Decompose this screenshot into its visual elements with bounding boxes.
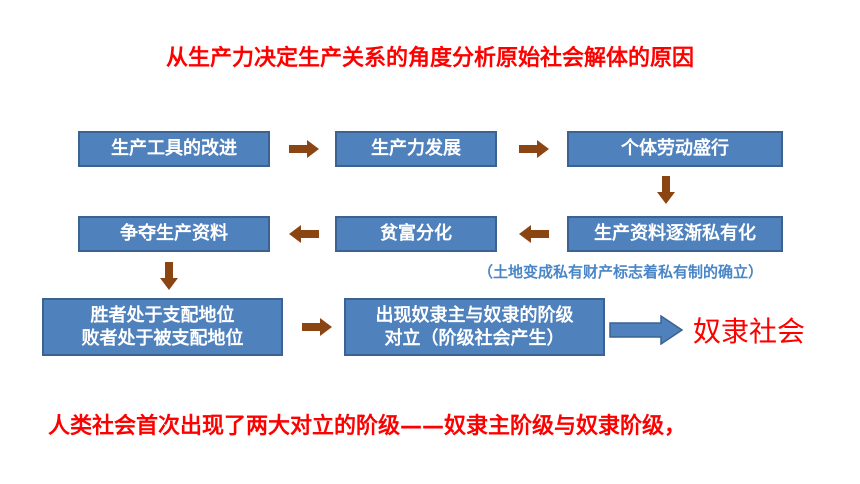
- box-tools-label: 生产工具的改进: [111, 138, 237, 160]
- big-arrow-right-icon: [609, 315, 683, 345]
- box-winners-losers: 胜者处于支配地位 败者处于被支配地位: [42, 298, 283, 356]
- arrow-down-icon: [160, 262, 178, 290]
- box-tools: 生产工具的改进: [78, 131, 270, 167]
- box-private-ownership-label: 生产资料逐渐私有化: [594, 223, 756, 245]
- page-title: 从生产力决定生产关系的角度分析原始社会解体的原因: [165, 46, 694, 71]
- arrow-right-icon: [302, 318, 332, 336]
- box-compete-label: 争夺生产资料: [120, 223, 228, 245]
- box-individual-labor-label: 个体劳动盛行: [621, 138, 729, 160]
- arrow-down-icon: [657, 176, 675, 204]
- box-wealth-gap-label: 贫富分化: [380, 223, 452, 245]
- slave-classes-line2: 对立（阶级社会产生）: [384, 328, 565, 349]
- arrow-right-icon: [519, 140, 549, 158]
- conclusion-text: 人类社会首次出现了两大对立的阶级——奴隶主阶级与奴隶阶级，: [48, 414, 687, 439]
- box-individual-labor: 个体劳动盛行: [567, 131, 783, 167]
- slave-classes-line1: 出现奴隶主与奴隶的阶级: [375, 304, 574, 326]
- slave-society-label: 奴隶社会: [693, 315, 806, 348]
- box-compete: 争夺生产资料: [78, 216, 270, 252]
- private-ownership-note: （土地变成私有财产标志着私有制的确立）: [478, 263, 764, 281]
- arrow-left-icon: [519, 225, 549, 243]
- losers-line: 败者处于被支配地位: [81, 328, 244, 349]
- box-private-ownership: 生产资料逐渐私有化: [567, 216, 783, 252]
- box-slave-classes: 出现奴隶主与奴隶的阶级 对立（阶级社会产生）: [344, 298, 605, 356]
- box-wealth-gap: 贫富分化: [335, 216, 497, 252]
- box-productivity: 生产力发展: [335, 131, 497, 167]
- arrow-left-icon: [289, 225, 319, 243]
- box-productivity-label: 生产力发展: [371, 138, 461, 160]
- winners-line: 胜者处于支配地位: [90, 304, 235, 326]
- arrow-right-icon: [289, 140, 319, 158]
